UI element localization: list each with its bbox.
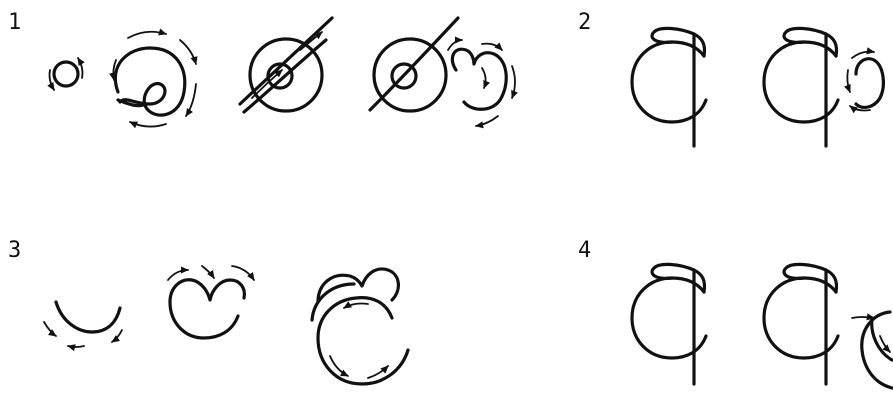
step-1-looped-circle xyxy=(113,32,196,127)
step-1-small-ring xyxy=(50,58,83,90)
step-3-cup-curve xyxy=(44,302,122,347)
step-4-letter-c-with-spiral xyxy=(764,264,892,388)
step-3-figures xyxy=(44,266,408,384)
step-1-crossed-circle xyxy=(240,18,332,112)
step-2-figures xyxy=(632,28,883,146)
step-4-figures xyxy=(632,264,892,388)
step-3-heart-curve xyxy=(168,266,254,338)
step-4-letter-c-with-bar xyxy=(632,264,706,384)
step-2-letter-c-with-side-loop xyxy=(764,28,883,146)
step-1-crossed-circle-with-heart xyxy=(370,18,515,126)
step-3-large-c-with-heart xyxy=(312,269,408,384)
step-2-letter-c-with-bar xyxy=(632,28,706,146)
step-1-figures xyxy=(50,18,516,127)
